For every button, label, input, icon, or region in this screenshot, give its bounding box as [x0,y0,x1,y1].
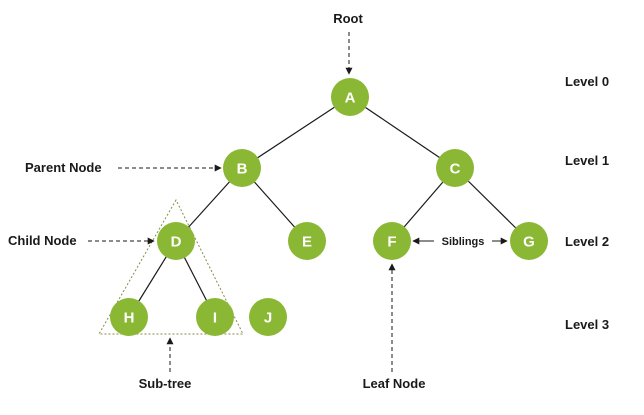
node-g: G [510,222,548,260]
node-label: C [450,161,461,178]
node-circle [373,222,411,260]
node-circle [110,298,148,336]
subtree-label: Sub-tree [139,376,192,391]
leaf-node-label: Leaf Node [363,376,426,391]
node-circle [157,222,195,260]
node-h: H [110,298,148,336]
node-circle [288,222,326,260]
tree-edges [128,96,530,318]
tree-nodes: A B C D E F G H I J [110,78,548,336]
node-a: A [331,78,369,116]
root-label: Root [333,11,363,26]
level-3-label: Level 3 [565,317,609,332]
node-label: E [302,234,312,251]
node-label: G [523,234,535,251]
node-j: J [249,298,287,336]
node-label: I [213,310,217,327]
node-i: I [196,298,234,336]
node-circle [331,78,369,116]
node-c: C [436,149,474,187]
level-1-label: Level 1 [565,153,609,168]
node-label: F [387,234,396,251]
level-2-label: Level 2 [565,234,609,249]
node-label: J [264,310,272,327]
node-circle [510,222,548,260]
edge-a-c [349,96,456,169]
node-label: D [171,234,182,251]
edge-a-b [241,96,351,169]
node-e: E [288,222,326,260]
level-0-label: Level 0 [565,74,609,89]
node-label: B [237,161,248,178]
node-d: D [157,222,195,260]
child-node-label: Child Node [8,233,77,248]
node-label: A [345,90,356,107]
node-f: F [373,222,411,260]
node-circle [196,298,234,336]
node-label: H [124,310,135,327]
node-circle [436,149,474,187]
siblings-label: Siblings [442,236,485,248]
node-b: B [223,149,261,187]
node-circle [249,298,287,336]
parent-node-label: Parent Node [25,160,102,175]
node-circle [223,149,261,187]
subtree-outline [98,198,244,335]
